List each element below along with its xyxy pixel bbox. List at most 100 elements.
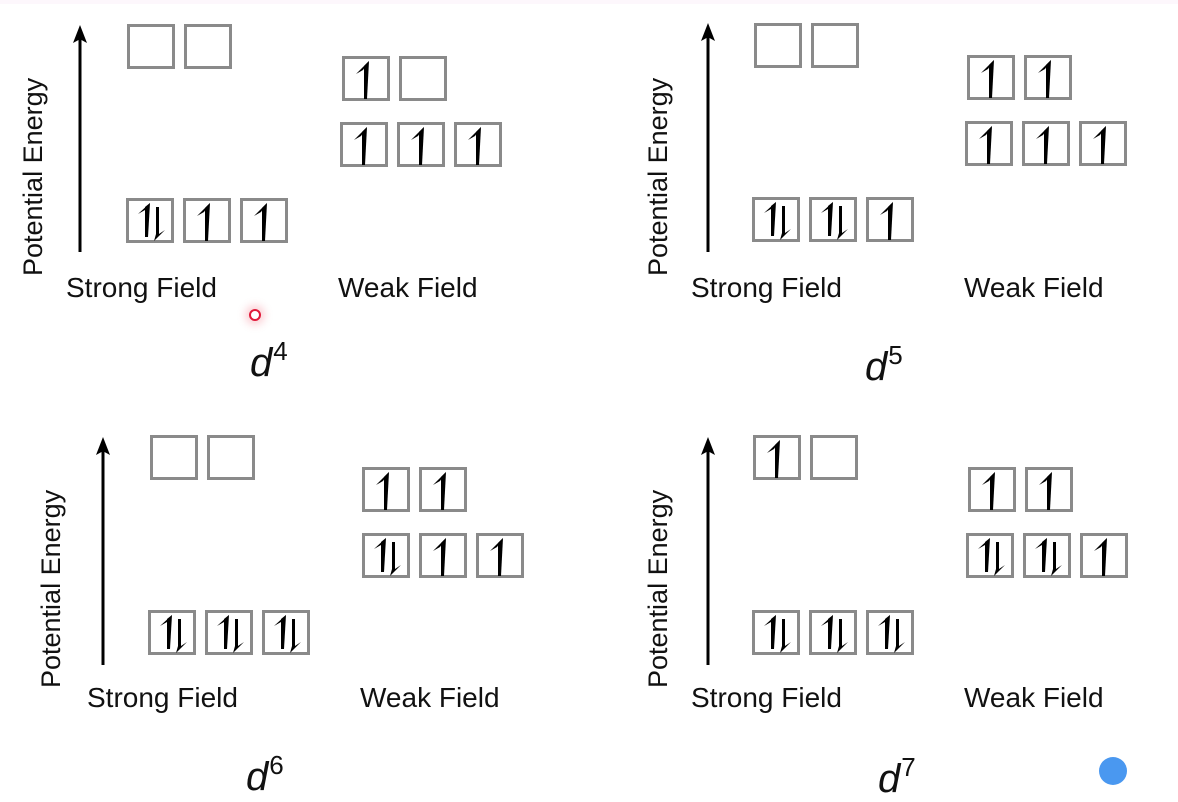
spin-up-arrow-icon [376,472,389,510]
orbital-box-paired [262,610,310,655]
electron-configuration-label: d4 [250,336,288,386]
strong-field-t2g-orbitals [752,197,914,242]
blue-indicator-dot [1099,757,1127,785]
orbital-box-up [965,121,1013,166]
strong-field-label: Strong Field [691,682,842,713]
weak-field-label: Weak Field [338,272,478,303]
weak-field-eg-orbitals [342,56,447,101]
electron-configuration-label: d6 [246,750,284,800]
spin-up-arrow-icon [433,472,446,510]
strong-field-eg-orbitals [127,24,232,69]
orbital-box-empty [754,23,802,68]
orbital-box-paired [752,197,800,242]
electron-count-superscript: 7 [901,752,916,782]
axis-label-potential-energy: Potential Energy [643,77,673,276]
orbital-box-empty [207,435,255,480]
axis-label-potential-energy: Potential Energy [643,489,673,688]
spin-up-arrow-icon [433,538,446,576]
weak-field-t2g-orbitals [966,533,1128,578]
energy-axis-arrow-icon [700,23,716,257]
weak-field-t2g-orbitals [965,121,1127,166]
orbital-box-up [342,56,390,101]
orbital-box-paired [148,610,196,655]
orbital-box-up [1022,121,1070,166]
weak-field-label: Weak Field [964,272,1104,303]
energy-axis-arrow-icon [95,437,111,670]
orbital-box-up [1024,55,1072,100]
pointer-cursor-marker [249,309,261,321]
orbital-box-paired [205,610,253,655]
orbital-box-up [419,467,467,512]
weak-field-eg-orbitals [968,467,1073,512]
orbital-box-paired [126,198,174,243]
orbital-box-empty [184,24,232,69]
orbital-box-up [397,122,445,167]
orbital-letter: d [250,341,273,385]
spin-up-arrow-icon [490,538,503,576]
strong-field-label: Strong Field [691,272,842,303]
orbital-box-up [967,55,1015,100]
orbital-box-paired [866,610,914,655]
orbital-box-up [968,467,1016,512]
orbital-box-up [1079,121,1127,166]
spin-up-arrow-icon [411,127,424,165]
strong-field-eg-orbitals [753,435,858,480]
orbital-box-up [340,122,388,167]
orbital-box-up [866,197,914,242]
electron-configuration-label: d5 [865,340,903,390]
strong-field-eg-orbitals [754,23,859,68]
weak-field-label: Weak Field [964,682,1104,713]
orbital-box-up [476,533,524,578]
orbital-box-empty [810,435,858,480]
spin-pair-arrows-icon [160,615,187,653]
strong-field-t2g-orbitals [126,198,288,243]
spin-pair-arrows-icon [978,538,1005,576]
orbital-box-paired [966,533,1014,578]
weak-field-eg-orbitals [967,55,1072,100]
orbital-box-up [1080,533,1128,578]
spin-up-arrow-icon [468,127,481,165]
orbital-box-paired [809,197,857,242]
electron-count-superscript: 5 [888,340,903,370]
spin-up-arrow-icon [356,61,369,99]
spin-up-arrow-icon [197,203,210,241]
spin-pair-arrows-icon [138,203,165,241]
spin-pair-arrows-icon [274,615,301,653]
orbital-box-paired [1023,533,1071,578]
spin-pair-arrows-icon [764,202,791,240]
strong-field-t2g-orbitals [148,610,310,655]
energy-axis-arrow-icon [72,25,88,257]
weak-field-t2g-orbitals [340,122,502,167]
spin-pair-arrows-icon [821,615,848,653]
spin-up-arrow-icon [1038,60,1051,98]
spin-up-arrow-icon [354,127,367,165]
spin-up-arrow-icon [1036,126,1049,164]
spin-up-arrow-icon [981,60,994,98]
orbital-box-up [454,122,502,167]
strong-field-t2g-orbitals [752,610,914,655]
orbital-box-up [240,198,288,243]
axis-label-potential-energy: Potential Energy [18,77,48,276]
strong-field-eg-orbitals [150,435,255,480]
spin-up-arrow-icon [982,472,995,510]
spin-pair-arrows-icon [878,615,905,653]
orbital-box-empty [150,435,198,480]
orbital-box-paired [362,533,410,578]
weak-field-eg-orbitals [362,467,467,512]
spin-pair-arrows-icon [217,615,244,653]
spin-up-arrow-icon [1093,126,1106,164]
spin-up-arrow-icon [254,203,267,241]
spin-up-arrow-icon [767,440,780,478]
orbital-letter: d [246,755,269,799]
electron-count-superscript: 6 [269,750,284,780]
axis-label-potential-energy: Potential Energy [36,489,66,688]
orbital-box-paired [752,610,800,655]
spin-pair-arrows-icon [821,202,848,240]
orbital-box-up [419,533,467,578]
orbital-box-up [753,435,801,480]
spin-pair-arrows-icon [1035,538,1062,576]
electron-count-superscript: 4 [273,336,288,366]
orbital-box-up [183,198,231,243]
spin-pair-arrows-icon [764,615,791,653]
orbital-box-up [362,467,410,512]
